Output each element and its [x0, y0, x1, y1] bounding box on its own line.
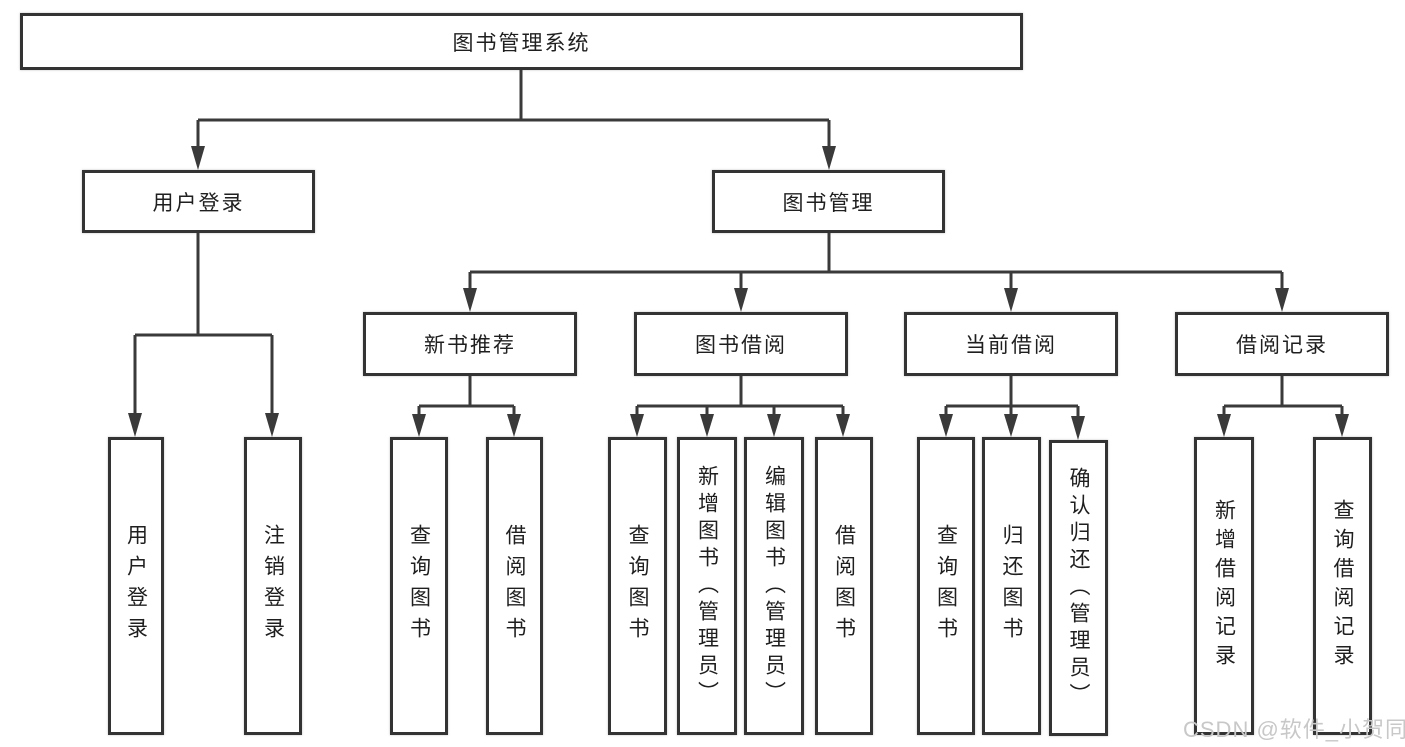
node-label: 查询借阅记录: [1331, 499, 1354, 673]
arrowhead: [191, 146, 205, 170]
connector-book-management-children: [463, 233, 1289, 312]
arrowhead: [1275, 288, 1289, 312]
leaf-logout: 注销登录: [244, 437, 302, 735]
arrowhead: [507, 414, 521, 437]
node-label: 图书借阅: [695, 334, 787, 357]
arrowhead: [822, 146, 836, 170]
arrowhead: [1335, 414, 1349, 437]
node-label: 查询图书: [626, 524, 649, 648]
node-label: 图书管理: [782, 191, 875, 215]
node-label: 图书管理系统: [452, 31, 591, 55]
arrowhead: [734, 288, 748, 312]
node-root-library-system: 图书管理系统: [20, 13, 1023, 70]
csdn-watermark: CSDN @软件_小贺同学: [1183, 717, 1405, 742]
arrowhead: [1004, 288, 1018, 312]
node-book-management: 图书管理: [712, 170, 945, 233]
arrowhead: [630, 414, 644, 437]
node-borrowing-records: 借阅记录: [1175, 312, 1389, 376]
connector-root-to-level2: [191, 69, 836, 170]
arrowhead: [1004, 414, 1018, 437]
node-label: 借阅图书: [832, 524, 856, 648]
node-label: 当前借阅: [965, 334, 1057, 357]
node-label: 查询图书: [934, 524, 958, 648]
leaf-return-books: 归还图书: [982, 437, 1041, 735]
node-label: 新增图书（管理员）: [695, 464, 719, 708]
node-current-borrowing: 当前借阅: [904, 312, 1118, 376]
leaf-borrow-books-recommend: 借阅图书: [486, 437, 543, 735]
arrowhead: [128, 413, 142, 437]
arrowhead: [767, 414, 781, 437]
node-new-book-recommendation: 新书推荐: [363, 312, 577, 376]
leaf-edit-books-admin: 编辑图书（管理员）: [744, 437, 804, 735]
node-label: 新增借阅记录: [1212, 499, 1236, 673]
node-label: 借阅记录: [1236, 334, 1328, 357]
leaf-confirm-return-admin: 确认归还（管理员）: [1049, 440, 1108, 736]
leaf-query-books-recommend: 查询图书: [390, 437, 448, 735]
leaf-add-borrow-record: 新增借阅记录: [1194, 437, 1254, 735]
node-label: 用户登录: [152, 191, 245, 215]
node-label: 编辑图书（管理员）: [762, 464, 786, 708]
arrowhead: [836, 414, 850, 437]
node-book-borrowing: 图书借阅: [634, 312, 848, 376]
leaf-query-borrow-record: 查询借阅记录: [1313, 437, 1372, 735]
node-label: 确认归还（管理员）: [1067, 466, 1090, 710]
connector-user-login-children: [128, 233, 279, 437]
node-label: 用户登录: [124, 524, 148, 648]
leaf-query-books-current: 查询图书: [917, 437, 975, 735]
arrowhead: [1071, 416, 1085, 440]
connector-new-book-rec-children: [412, 376, 521, 437]
leaf-user-login: 用户登录: [108, 437, 164, 735]
arrowhead: [412, 414, 426, 437]
arrowhead: [700, 414, 714, 437]
node-user-login: 用户登录: [82, 170, 315, 233]
arrowhead: [463, 288, 477, 312]
node-label: 注销登录: [261, 524, 285, 648]
connector-book-borrowing-children: [630, 376, 850, 437]
node-label: 新书推荐: [424, 334, 516, 357]
connector-current-borrowing-children: [939, 376, 1085, 440]
node-label: 查询图书: [407, 524, 431, 648]
arrowhead: [939, 414, 953, 437]
node-label: 归还图书: [1000, 524, 1023, 648]
arrowhead: [1217, 414, 1231, 437]
arrowhead: [265, 413, 279, 437]
leaf-add-books-admin: 新增图书（管理员）: [677, 437, 737, 735]
leaf-query-books-borrowing: 查询图书: [608, 437, 667, 735]
leaf-borrow-books: 借阅图书: [815, 437, 873, 735]
connector-borrowing-records-children: [1217, 376, 1349, 437]
node-label: 借阅图书: [503, 524, 526, 648]
